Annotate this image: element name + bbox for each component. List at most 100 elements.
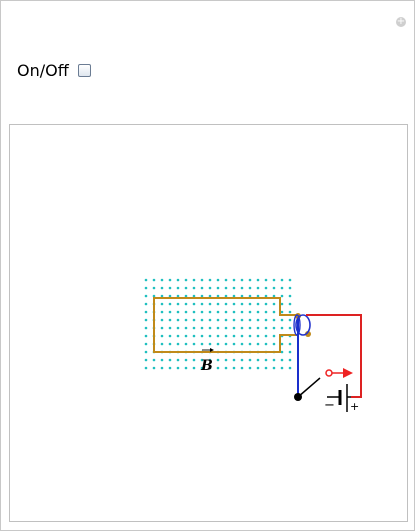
- field-dot: [272, 310, 276, 314]
- field-dot: [232, 366, 236, 370]
- field-dot: [224, 358, 228, 362]
- field-dot: [184, 342, 188, 346]
- field-dot: [168, 302, 172, 306]
- field-dot: [216, 366, 220, 370]
- field-dot: [232, 310, 236, 314]
- field-dot: [248, 302, 252, 306]
- field-dot: [272, 278, 276, 282]
- field-dot: [248, 318, 252, 322]
- field-dot: [280, 350, 284, 354]
- field-dot: [280, 342, 284, 346]
- field-dot: [280, 286, 284, 290]
- field-dot: [256, 278, 260, 282]
- field-dot: [208, 342, 212, 346]
- field-dot: [232, 302, 236, 306]
- field-dot: [288, 286, 292, 290]
- field-dot: [208, 286, 212, 290]
- field-dot: [232, 294, 236, 298]
- field-dot: [184, 358, 188, 362]
- field-dot: [280, 366, 284, 370]
- field-dot: [224, 294, 228, 298]
- field-dot: [184, 294, 188, 298]
- field-dot: [240, 278, 244, 282]
- field-dot: [248, 310, 252, 314]
- field-dot: [240, 310, 244, 314]
- plus-icon[interactable]: +: [396, 16, 406, 27]
- field-dot: [160, 326, 164, 330]
- current-arrow-tail: [325, 369, 333, 377]
- field-dot: [208, 318, 212, 322]
- field-dot: [192, 294, 196, 298]
- field-dot: [288, 318, 292, 322]
- switch-lever[interactable]: [297, 377, 321, 398]
- field-dot: [144, 334, 148, 338]
- field-dot: [184, 310, 188, 314]
- field-dot: [256, 286, 260, 290]
- field-dot: [280, 294, 284, 298]
- field-dot: [184, 334, 188, 338]
- field-dot: [280, 358, 284, 362]
- field-dot: [224, 326, 228, 330]
- field-dot: [240, 318, 244, 322]
- field-dot: [208, 366, 212, 370]
- field-dot: [168, 358, 172, 362]
- field-dot: [200, 334, 204, 338]
- field-dot: [152, 366, 156, 370]
- field-dot: [176, 366, 180, 370]
- field-dot: [160, 334, 164, 338]
- on-off-checkbox[interactable]: [77, 63, 91, 77]
- field-label-b: B: [200, 358, 213, 374]
- field-dot: [176, 294, 180, 298]
- field-dot: [272, 366, 276, 370]
- field-dot: [192, 358, 196, 362]
- field-dot: [256, 342, 260, 346]
- field-dot: [144, 366, 148, 370]
- field-dot: [160, 302, 164, 306]
- field-dot: [168, 318, 172, 322]
- field-dot: [176, 334, 180, 338]
- magnetic-field-dots: [144, 278, 292, 370]
- field-dot: [272, 358, 276, 362]
- field-dot: [288, 342, 292, 346]
- field-dot: [240, 342, 244, 346]
- field-dot: [160, 310, 164, 314]
- field-dot: [248, 286, 252, 290]
- field-dot: [288, 302, 292, 306]
- field-dot: [264, 294, 268, 298]
- field-dot: [256, 310, 260, 314]
- field-dot: [280, 318, 284, 322]
- field-dot: [240, 302, 244, 306]
- field-dot: [256, 358, 260, 362]
- field-dot: [144, 318, 148, 322]
- field-dot: [192, 342, 196, 346]
- field-dot: [264, 358, 268, 362]
- battery-plus-label: +: [350, 400, 359, 413]
- field-dot: [144, 286, 148, 290]
- field-dot: [200, 358, 204, 362]
- field-dot: [160, 366, 164, 370]
- diagram-canvas: [9, 124, 408, 522]
- field-dot: [232, 334, 236, 338]
- field-dot: [232, 326, 236, 330]
- field-dot: [256, 302, 260, 306]
- field-dot: [248, 326, 252, 330]
- field-dot: [144, 350, 148, 354]
- field-dot: [200, 286, 204, 290]
- field-dot: [272, 326, 276, 330]
- field-dot: [240, 358, 244, 362]
- field-dot: [216, 286, 220, 290]
- field-dot: [224, 310, 228, 314]
- field-dot: [168, 366, 172, 370]
- field-dot: [208, 302, 212, 306]
- field-dot: [168, 334, 172, 338]
- field-dot: [264, 326, 268, 330]
- field-dot: [168, 294, 172, 298]
- field-dot: [264, 318, 268, 322]
- on-off-label: On/Off: [17, 60, 69, 80]
- field-dot: [232, 342, 236, 346]
- field-dot: [200, 326, 204, 330]
- coil-front: [295, 314, 311, 336]
- field-dot: [176, 326, 180, 330]
- field-dot: [280, 326, 284, 330]
